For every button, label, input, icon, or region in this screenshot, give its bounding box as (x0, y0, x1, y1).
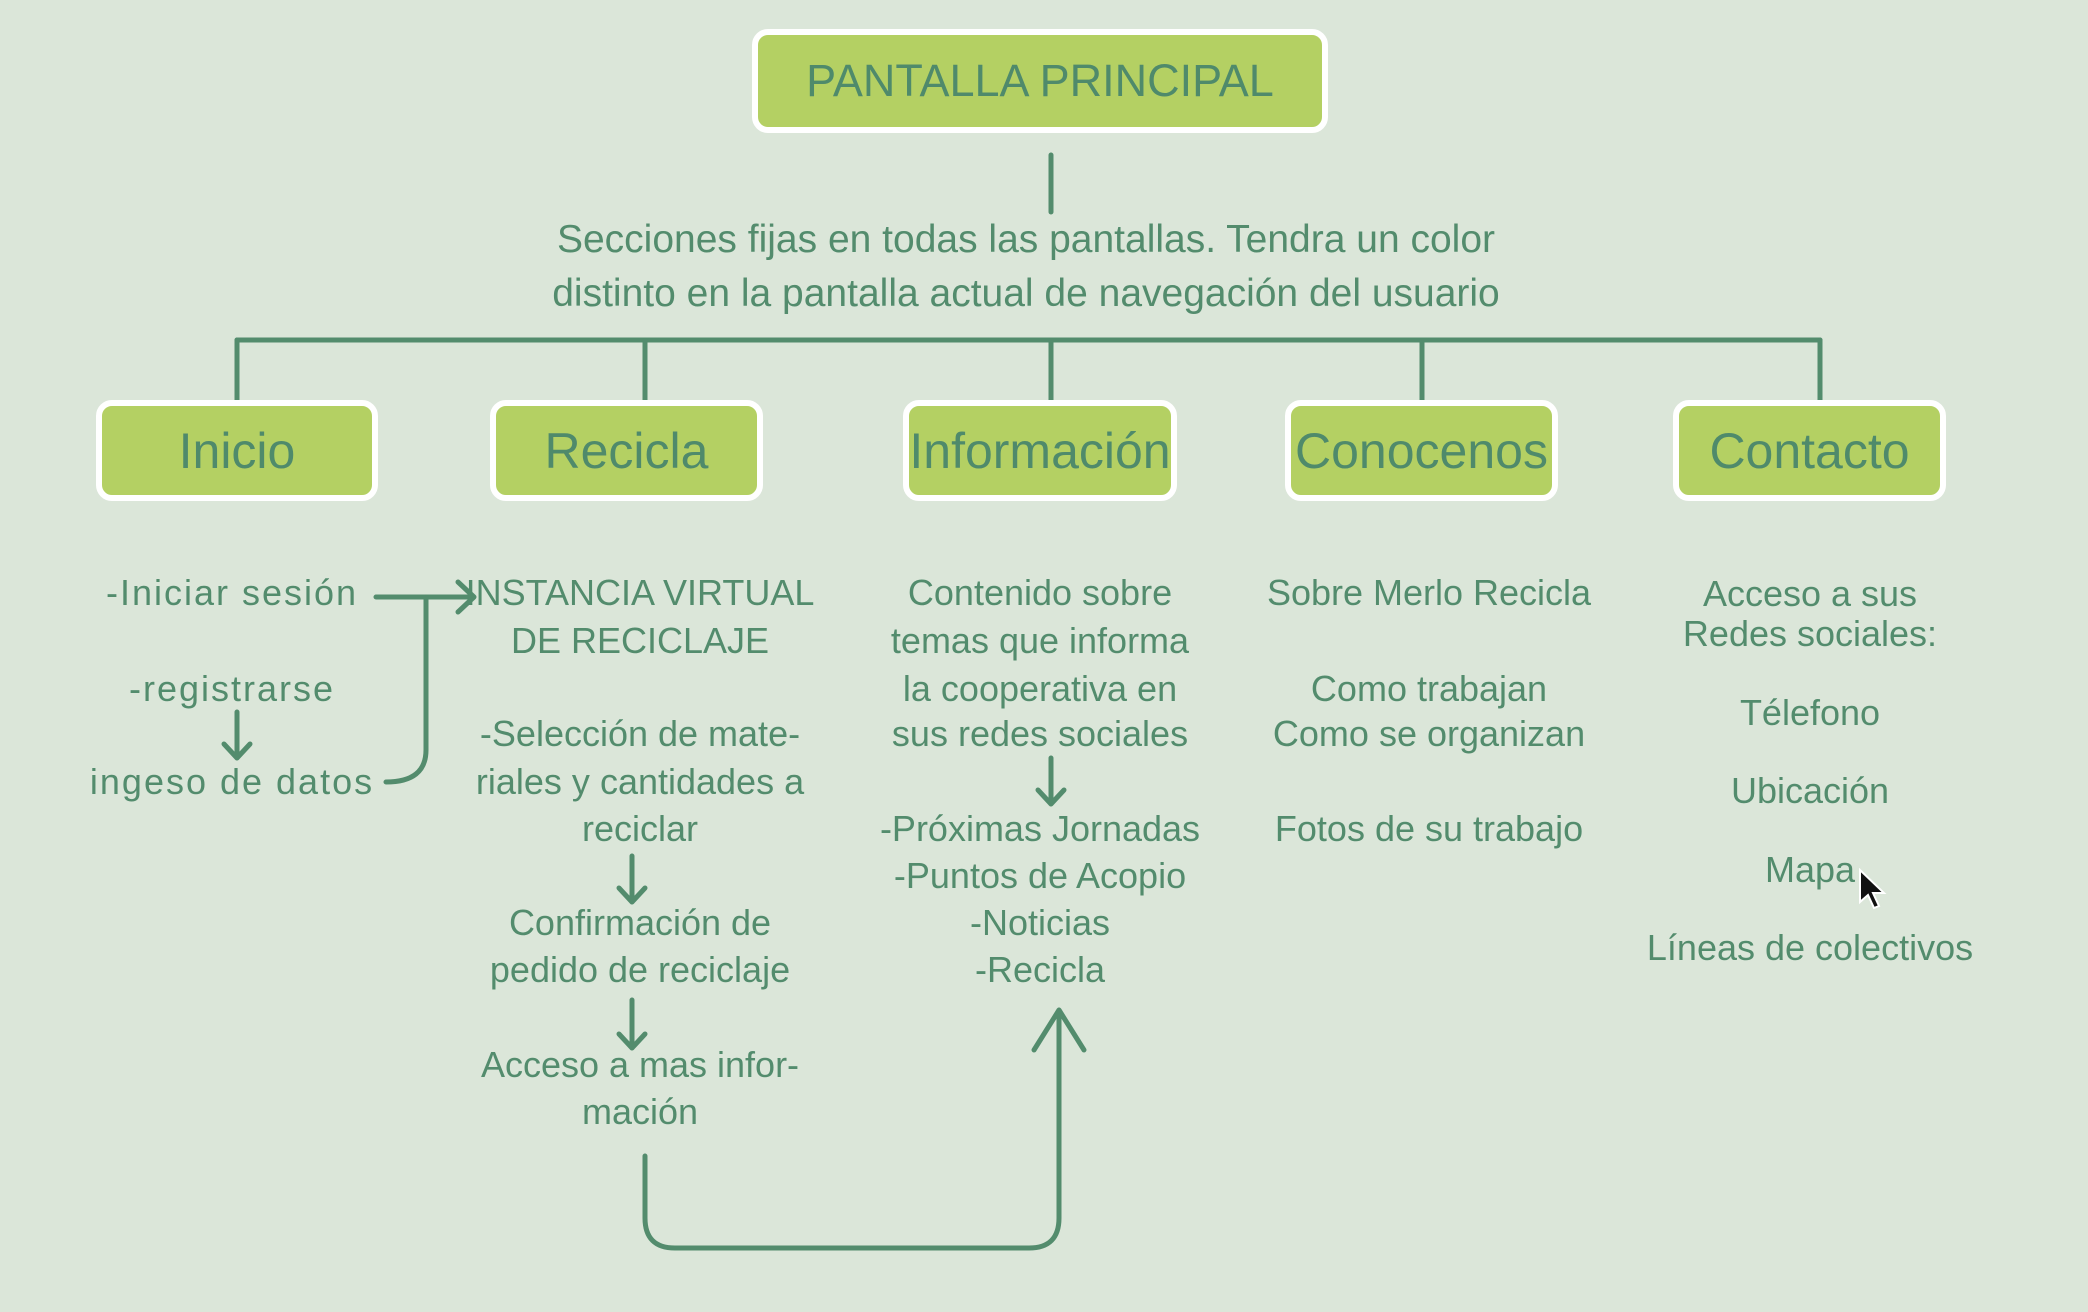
arrow-down-seleccion (616, 853, 648, 905)
conocenos-item: Como se organizan (1272, 713, 1586, 754)
section-box-recicla: Recicla (490, 400, 763, 501)
arrow-login-to-instancia (373, 579, 477, 785)
conocenos-item: Como trabajan (1310, 668, 1548, 709)
informacion-item: la cooperativa en (902, 668, 1178, 709)
informacion-item: sus redes sociales (891, 713, 1189, 754)
section-label: Inicio (178, 422, 296, 479)
title-box: PANTALLA PRINCIPAL (752, 29, 1328, 133)
subtitle-line-2: distinto en la pantalla actual de navega… (552, 272, 1500, 315)
section-label: Información (909, 422, 1171, 479)
conocenos-item: Fotos de su trabajo (1274, 808, 1584, 849)
arrow-down-contenido (1035, 755, 1067, 807)
informacion-item: -Próximas Jornadas (879, 808, 1201, 849)
recicla-item: pedido de reciclaje (489, 949, 791, 990)
section-box-informacion: Información (903, 400, 1177, 501)
arrow-down-registrarse (221, 709, 253, 761)
recicla-item: -Selección de mate- (479, 713, 801, 754)
contacto-item: Télefono (1739, 692, 1881, 733)
section-box-inicio: Inicio (96, 400, 378, 501)
title-text: PANTALLA PRINCIPAL (806, 55, 1274, 106)
informacion-item: Contenido sobre (907, 572, 1173, 613)
section-box-conocenos: Conocenos (1285, 400, 1558, 501)
inicio-item: -Iniciar sesión (105, 572, 359, 613)
contacto-item: Líneas de colectivos (1646, 927, 1974, 968)
mouse-cursor-icon (1859, 868, 1887, 910)
contacto-item: Mapa (1764, 849, 1856, 890)
contacto-item: Ubicación (1730, 770, 1890, 811)
informacion-item: -Recicla (974, 949, 1106, 990)
section-label: Conocenos (1295, 422, 1548, 479)
arrow-loop-to-recicla (642, 1007, 1087, 1251)
recicla-item: riales y cantidades a (475, 761, 805, 802)
informacion-item: -Noticias (969, 902, 1111, 943)
informacion-item: temas que informa (890, 620, 1190, 661)
section-label: Contacto (1709, 422, 1910, 479)
inicio-item: ingeso de datos (89, 761, 375, 802)
recicla-item: reciclar (581, 808, 699, 849)
section-label: Recicla (544, 422, 709, 479)
contacto-item: Acceso a sus (1702, 573, 1918, 614)
recicla-item: mación (581, 1091, 699, 1132)
arrow-down-confirmacion (616, 997, 648, 1051)
informacion-item: -Puntos de Acopio (893, 855, 1187, 896)
recicla-item: DE RECICLAJE (510, 620, 770, 661)
subtitle-line-1: Secciones fijas en todas las pantallas. … (556, 218, 1496, 261)
recicla-item: INSTANCIA VIRTUAL (465, 572, 815, 613)
inicio-item: -registrarse (128, 668, 336, 709)
conocenos-item: Sobre Merlo Recicla (1266, 572, 1592, 613)
recicla-item: Acceso a mas infor- (480, 1044, 800, 1085)
contacto-item: Redes sociales: (1682, 613, 1938, 654)
section-box-contacto: Contacto (1673, 400, 1946, 501)
recicla-item: Confirmación de (508, 902, 772, 943)
